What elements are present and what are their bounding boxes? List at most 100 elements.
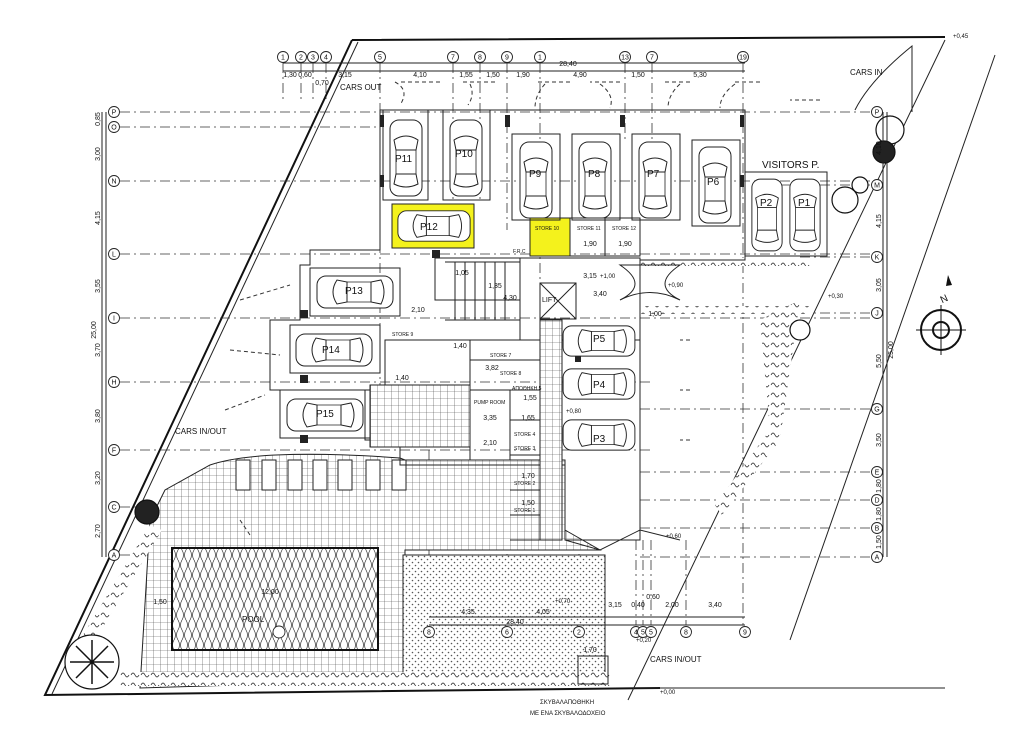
right-axis-label-bubble xyxy=(871,403,883,415)
left-axis-label-bubble xyxy=(108,121,120,133)
sun-loungers xyxy=(235,459,407,491)
dimension-label: 1,80 xyxy=(876,507,883,521)
hedge-left xyxy=(80,525,162,645)
parking-label: P9 xyxy=(529,169,542,180)
bottom-axis-label: 9 xyxy=(743,630,747,637)
car-P2 xyxy=(751,178,783,252)
room-label: STORE 12 xyxy=(612,226,636,232)
refuse-room-label: ΣΚΥΒΑΛΑΠΟΘΗΚΗ xyxy=(540,700,594,706)
top-axis-label-bubble xyxy=(374,51,386,63)
top-axis-label: 2 xyxy=(299,55,303,62)
car-P9 xyxy=(519,141,553,219)
dimension-label: 5,50 xyxy=(876,354,883,368)
top-axis-label: 7 xyxy=(650,55,654,62)
refuse-room-label: ΜΕ ΕΝΑ ΣΚΥΒΑΛΟΔΟΧΕΙΟ xyxy=(530,711,606,717)
left-axis-label-bubble xyxy=(108,175,120,187)
dimension-label: 3,00 xyxy=(95,147,102,161)
dimension-label: 3,15 xyxy=(583,273,597,280)
dimension-label: 3,20 xyxy=(95,471,102,485)
dimension-label: 28,40 xyxy=(506,619,524,626)
dimension-label: 4,35 xyxy=(461,609,475,616)
hedge-right xyxy=(715,300,800,515)
top-axis-label: 13 xyxy=(621,55,629,62)
parking-label: P2 xyxy=(760,198,773,209)
left-axis-label-bubble xyxy=(108,248,120,260)
dimension-label: 1,70 xyxy=(583,647,597,654)
top-axis-label: 9 xyxy=(505,55,509,62)
level-marker: +0,60 xyxy=(666,534,682,540)
dimension-label: 0,40 xyxy=(631,602,645,609)
dimension-label: 1,90 xyxy=(583,241,597,248)
dimension-label: 3,40 xyxy=(593,291,607,298)
bottom-axis-label: 8 xyxy=(684,630,688,637)
cars-out-label: CARS OUT xyxy=(340,83,381,92)
right-axis-label-bubble xyxy=(871,307,883,319)
tree-icons xyxy=(64,115,905,690)
bottom-axis-label: 5 xyxy=(649,630,653,637)
room-label: STORE 4 xyxy=(514,432,536,438)
dimension-label: 3,55 xyxy=(95,279,102,293)
right-axis-label-bubble xyxy=(871,551,883,563)
room-label: STORE 8 xyxy=(500,371,522,377)
top-axis-label: 5 xyxy=(378,55,382,62)
parking-label: P1 xyxy=(798,198,811,209)
dimension-label: 1,30 xyxy=(283,72,297,79)
top-axis-label-bubble xyxy=(534,51,546,63)
pool-label: POOL xyxy=(242,615,265,624)
lift-shaft xyxy=(539,282,577,320)
level-marker: +0,00 xyxy=(660,690,676,696)
level-marker: +0,30 xyxy=(828,294,844,300)
room-label: STORE 2 xyxy=(514,481,536,487)
dimension-label: 25,00 xyxy=(888,341,895,359)
dimension-label: 28,40 xyxy=(559,61,577,68)
room-label: STORE 9 xyxy=(392,332,414,338)
room-label: LIFT xyxy=(542,297,557,304)
dimension-label: 0,60 xyxy=(298,72,312,79)
top-axis-label-bubble xyxy=(295,51,307,63)
traffic-arrows xyxy=(224,81,820,536)
dimension-label: 1,50 xyxy=(153,599,167,606)
parking-label: P6 xyxy=(707,177,720,188)
dimension-label: 0,70 xyxy=(315,80,329,87)
parking-label: P13 xyxy=(345,286,363,297)
dimension-label: 1,55 xyxy=(523,395,537,402)
top-axis-label-bubble xyxy=(474,51,486,63)
parking-labels: P1 P2 P3 P4 P5 P6 P7 P8 P9 P10 P11 P12 P… xyxy=(316,149,811,445)
parking-label: P4 xyxy=(593,380,606,391)
bottom-axis-label: 6 xyxy=(505,630,509,637)
left-axis-label: P xyxy=(112,110,117,117)
parking-cars xyxy=(279,109,828,451)
dimension-label: 2,70 xyxy=(95,524,102,538)
dimension-label: 0,85 xyxy=(95,112,102,126)
right-axis-label: A xyxy=(875,555,880,562)
parking-label: P8 xyxy=(588,169,601,180)
dimension-label: 0,60 xyxy=(646,594,660,601)
right-axis-label: D xyxy=(874,498,879,505)
parking-label: P15 xyxy=(316,409,334,420)
dimension-label: 2,10 xyxy=(483,440,497,447)
visitors-parking-label: VISITORS P. xyxy=(762,160,819,171)
room-label: ΑΠΟΘΗΚΗ 5 xyxy=(512,386,542,392)
north-arrow-icon: N xyxy=(916,275,966,355)
room-label: STORE 3 xyxy=(514,446,536,452)
dimension-label: 1,90 xyxy=(618,241,632,248)
dimension-label: 4,10 xyxy=(413,72,427,79)
top-axis-label-bubble xyxy=(619,51,631,63)
left-axis-label-bubble xyxy=(108,501,120,513)
room-label: F.R.C xyxy=(513,249,526,255)
top-axis-label: 1 xyxy=(281,55,285,62)
dimension-label: 4,30 xyxy=(503,295,517,302)
dimension-label: 2,10 xyxy=(411,307,425,314)
cars-in-label: CARS IN xyxy=(850,68,883,77)
parking-label: P5 xyxy=(593,334,606,345)
dimension-label: 4,15 xyxy=(876,214,883,228)
right-axis-label-bubble xyxy=(871,494,883,506)
parking-label: P3 xyxy=(593,434,606,445)
right-axis-label: M xyxy=(874,183,880,190)
dimension-label: 3,15 xyxy=(338,72,352,79)
top-axis-label-bubble xyxy=(737,51,749,63)
dimension-label: 4,90 xyxy=(573,72,587,79)
room-label: STORE 11 xyxy=(577,226,601,232)
